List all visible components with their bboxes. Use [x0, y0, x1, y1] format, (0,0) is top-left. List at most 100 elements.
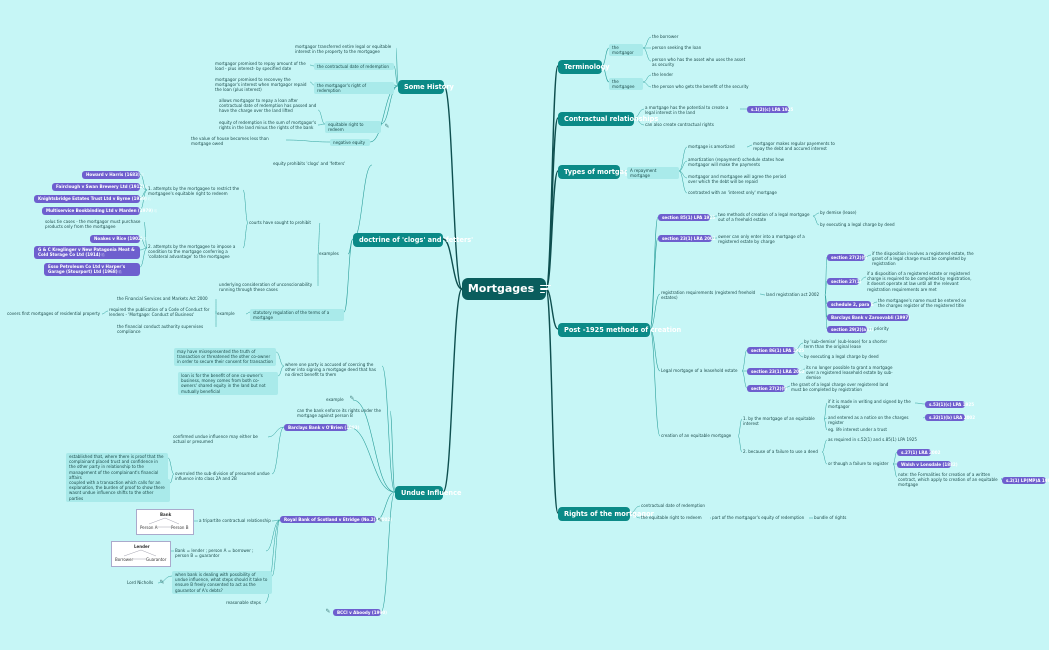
ref-lra-s32[interactable]: s.32(1)(b) LRA 2002 [925, 414, 975, 422]
branch-post1925[interactable]: Post -1925 methods of creation [558, 323, 681, 338]
hist-contract-date[interactable]: the contractual date of redemption [314, 63, 394, 71]
term-mortgagee[interactable]: the mortgagee [609, 78, 643, 91]
clogs-fsma: the Financial Services and Markets Act 2… [117, 296, 208, 301]
connector-line [267, 426, 285, 438]
undue-confirmed: confirmed undue influence may either be … [173, 434, 258, 445]
connector-line [633, 108, 645, 119]
post-legal-charge: by executing a legal charge by deed [804, 354, 879, 359]
connector-line [629, 505, 641, 514]
post-if-writing: if it is made in writing and signed by t… [828, 399, 911, 410]
term-benefit: the person who gets the benefit of the s… [652, 84, 749, 89]
ref-noakes[interactable]: Noakes v Rice (1902) [90, 235, 143, 243]
connector-line [798, 368, 806, 372]
root-node[interactable]: Mortgages [462, 278, 552, 300]
branch-types[interactable]: Types of mortgages [558, 165, 637, 180]
ref-s29-2a[interactable]: section 29(2)(a)(i) [827, 326, 873, 334]
ref-howard[interactable]: Howard v Harris (1683) [82, 171, 140, 179]
connector-line [892, 463, 898, 478]
hist-allows: allows mortgagor to repay a loan after c… [219, 98, 317, 114]
ref-sch2-para8[interactable]: schedule 2, para 8 [827, 301, 874, 309]
ref-lpa-1925-s1[interactable]: s.1(2)(c) LPA 1925 [747, 106, 793, 114]
ref-fairclough[interactable]: Fairclough v Swan Brewery Ltd (1912) [52, 183, 144, 191]
connector-line [678, 170, 688, 179]
note-pin-icon[interactable]: ✎ [159, 579, 165, 586]
undue-example: example [326, 397, 344, 402]
diagram-lender: Lender Borrower Guarantor [111, 541, 171, 567]
ref-s27-2f-b[interactable]: section 27(2)(f) [747, 385, 787, 393]
ref-etridge[interactable]: Royal Bank of Scotland v Etridge (No.2) … [280, 516, 392, 524]
undue-when-bank[interactable]: when bank is dealing with possibility of… [172, 571, 272, 594]
clogs-required-pub: required the publication of a Code of Co… [109, 307, 210, 318]
ref-multiservice[interactable]: Multiservice Bookbinding Ltd v Marden (1… [42, 207, 153, 215]
branch-undue[interactable]: Undue Influence [395, 486, 462, 501]
connector-line [265, 519, 281, 552]
undue-established[interactable]: established that, where there is proof t… [66, 453, 168, 482]
ref-obrien[interactable]: Barclays Bank v O'Brien (1993) [284, 424, 359, 432]
ref-esso[interactable]: Esso Petroleum Co Ltd v Harper's Garage … [44, 263, 140, 276]
note-pin-icon[interactable]: ✎ [325, 608, 331, 615]
ref-s27-1[interactable]: section 27(1) [827, 278, 861, 286]
branch-clogs[interactable]: doctrine of 'clogs' and 'fetters' [353, 233, 473, 248]
ref-s85-lpa[interactable]: section 85(1) LPA 1925 [658, 214, 715, 222]
ref-barclays-zaroovabli[interactable]: Barclays Bank v Zaroovabli (1997) [827, 314, 910, 322]
connector-line [317, 222, 321, 255]
hist-value-less: the value of house becomes less than mor… [191, 136, 269, 147]
ref-bcci[interactable]: BCCI v Aboody (1990) [333, 609, 387, 617]
connector-line [812, 215, 820, 226]
undue-coupled[interactable]: coupled with a transaction which calls f… [66, 479, 170, 502]
post-life-interest: eg. life interest under a trust [828, 427, 887, 432]
ref-lpmpa[interactable]: s.2(1) LP(MP)A 1989 [1002, 477, 1049, 485]
ref-knightsbridge[interactable]: Knightsbridge Estates Trust Ltd v Byrne … [34, 195, 147, 203]
types-regular-payments: mortgagor makes regular payements to rep… [753, 141, 835, 152]
types-interest-only: contrasted with an 'interest only' mortg… [688, 190, 777, 195]
post-lra: land registration act 2002 [766, 292, 820, 297]
undue-loan-benefit[interactable]: loan is for the benefit of one co-owner'… [178, 372, 278, 395]
connector-line [347, 426, 396, 493]
branch-rights[interactable]: Rights of the mortgagor [558, 507, 654, 522]
connector-line [864, 254, 872, 258]
connector-line [642, 47, 652, 62]
connector-line [633, 117, 645, 126]
branch-contractual[interactable]: Contractual relationships [558, 112, 658, 127]
clogs-underlying: underlying consideration of unconscionab… [219, 282, 313, 293]
ref-kreglinger[interactable]: G & C Kreglinger v New Patagonia Meat & … [34, 246, 140, 259]
types-repayment[interactable]: A repayment mortgage [627, 167, 679, 180]
connector-line [759, 293, 766, 296]
hist-equitable-right[interactable]: equitable right to redeem [325, 121, 381, 134]
ref-lra-s27[interactable]: s.27(1) LRA 2002 [897, 449, 940, 457]
note-pin-icon[interactable]: ✎ [377, 517, 383, 524]
undue-reasonable: reasonable steps [226, 600, 261, 605]
hist-negative[interactable]: negative equity [330, 139, 370, 147]
undue-misrep[interactable]: may have misrepresented the truth of tra… [174, 348, 276, 366]
note-pin-icon[interactable]: ✎ [349, 395, 355, 402]
connector-line [870, 301, 878, 305]
types-schedule: amortization (repayment) schedule states… [688, 157, 784, 168]
connector-line [352, 399, 396, 493]
connector-line [794, 342, 804, 351]
connector-line [443, 85, 463, 290]
ref-s86-lpa[interactable]: section 86(1) LPA 1925 [747, 347, 804, 355]
clogs-statutory[interactable]: statutory regulation of the terms of a m… [250, 309, 344, 322]
term-mortgagor[interactable]: the mortgagor [609, 44, 643, 57]
ref-lpa-s53[interactable]: s.53(1)(c) LPA 1925 [925, 401, 974, 409]
ref-s23-1b-lra[interactable]: section 23(1) LRA 2002 [747, 368, 805, 376]
connector-line [242, 189, 249, 224]
ref-s27-2f[interactable]: section 27(2)(f) [827, 254, 867, 262]
branch-history[interactable]: Some History [398, 80, 454, 95]
note-pin-icon[interactable]: ✎ [384, 123, 390, 130]
clogs-covers: covers first mortgages of residential pr… [7, 311, 101, 316]
connector-line [309, 81, 315, 86]
post-note: note: the Formalities for creation of a … [898, 472, 998, 488]
diagram-lender-b: Guarantor [146, 557, 167, 562]
connector-line [821, 439, 828, 453]
undue-bank-lender: Bank = lender ; person A = borrower ; pe… [175, 548, 254, 559]
ref-walsh[interactable]: Walsh v Lonsdale (1882) [897, 461, 958, 469]
post-by-mortgage: 1. by the mortgage of an equitable inter… [743, 416, 815, 427]
ref-s23-lra[interactable]: section 23(1) LRA 2002 [658, 235, 716, 243]
branch-terminology[interactable]: Terminology [558, 60, 610, 75]
connector-line [167, 457, 175, 475]
hist-right-redemption[interactable]: the mortgagor's right of redemption [314, 82, 394, 95]
clogs-fca: the financial conduct authority supervis… [117, 324, 204, 335]
